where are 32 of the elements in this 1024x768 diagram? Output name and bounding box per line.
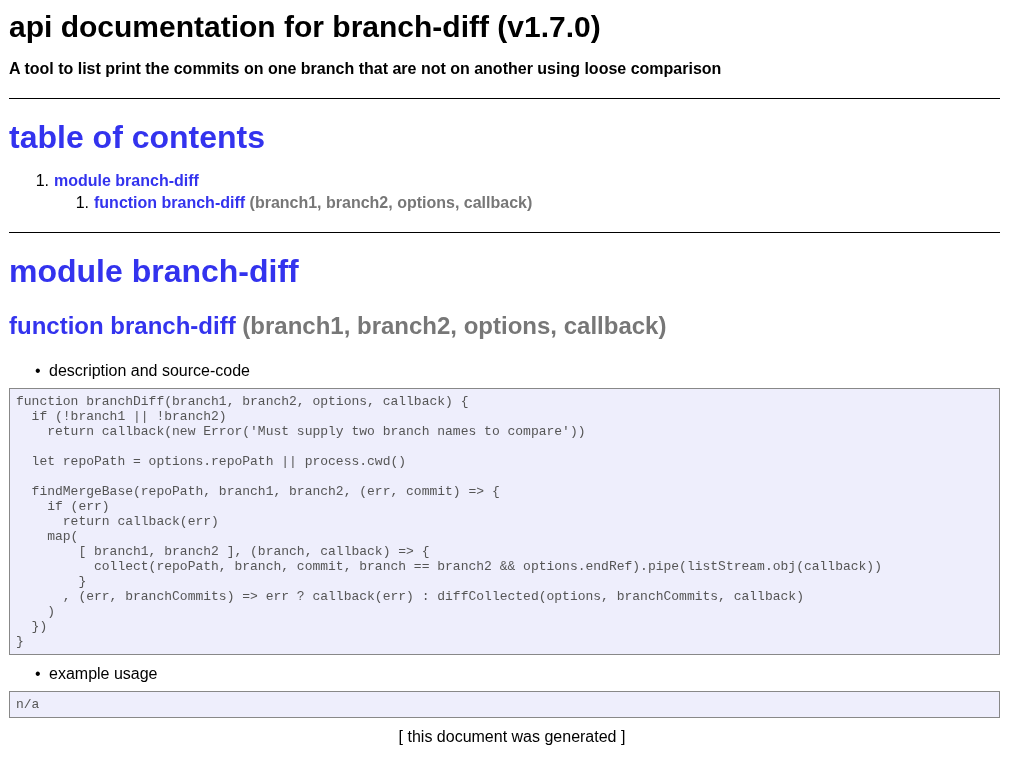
section-heading: table of contents — [9, 119, 265, 156]
function-heading: function branch-diff — [9, 312, 236, 339]
subtitle: A tool to list print the commits on one branch that are not on another using loose comparison — [9, 60, 722, 78]
code-line: } — [77, 574, 87, 589]
code-line: findMergeBase(repoPath, branch1, branch2, (err, commit) => { — [30, 484, 500, 499]
code-line: map( — [46, 529, 79, 544]
code-line: let repoPath = options.repoPath || process.cwd() — [30, 454, 407, 469]
bullet-text: description and source-code — [49, 362, 250, 379]
footer-note: [ this document was generated ] — [398, 728, 626, 745]
code-line: n/a — [16, 697, 40, 712]
code-line: function branchDiff(branch1, branch2, options, callback) { — [16, 394, 469, 409]
section-heading: module branch-diff — [9, 253, 299, 290]
code-line: collect(repoPath, branch, commit, branch == branch2 && options.endRef).pipe(listStream.obj(callback)) — [93, 559, 882, 574]
code-line: return callback(new Error('Must supply two branch names to compare')) — [46, 424, 586, 439]
code-line: if (!branch1 || !branch2) — [30, 409, 227, 424]
list-number: 1. — [34, 172, 49, 190]
list-number: 1. — [74, 194, 89, 212]
code-line: }) — [30, 619, 48, 634]
function-signature: (branch1, branch2, options, callback) — [242, 312, 667, 339]
code-line: } — [16, 634, 24, 649]
code-line: if (err) — [46, 499, 110, 514]
code-line: ) — [46, 604, 55, 619]
code-line: [ branch1, branch2 ], (branch, callback) => { — [77, 544, 430, 559]
bullet: • — [35, 665, 42, 683]
code-line: , (err, branchCommits) => err ? callback(err) : diffCollected(options, branchCommits, callback) — [61, 589, 804, 604]
toc-link: function branch-diff — [94, 194, 246, 211]
toc-link: module branch-diff — [54, 172, 199, 189]
bullet: • — [35, 362, 42, 380]
code-line: return callback(err) — [61, 514, 219, 529]
bullet-text: example usage — [49, 665, 158, 682]
page-title: api documentation for branch-diff (v1.7.0) — [9, 10, 602, 44]
function-signature: (branch1, branch2, options, callback) — [249, 194, 533, 211]
